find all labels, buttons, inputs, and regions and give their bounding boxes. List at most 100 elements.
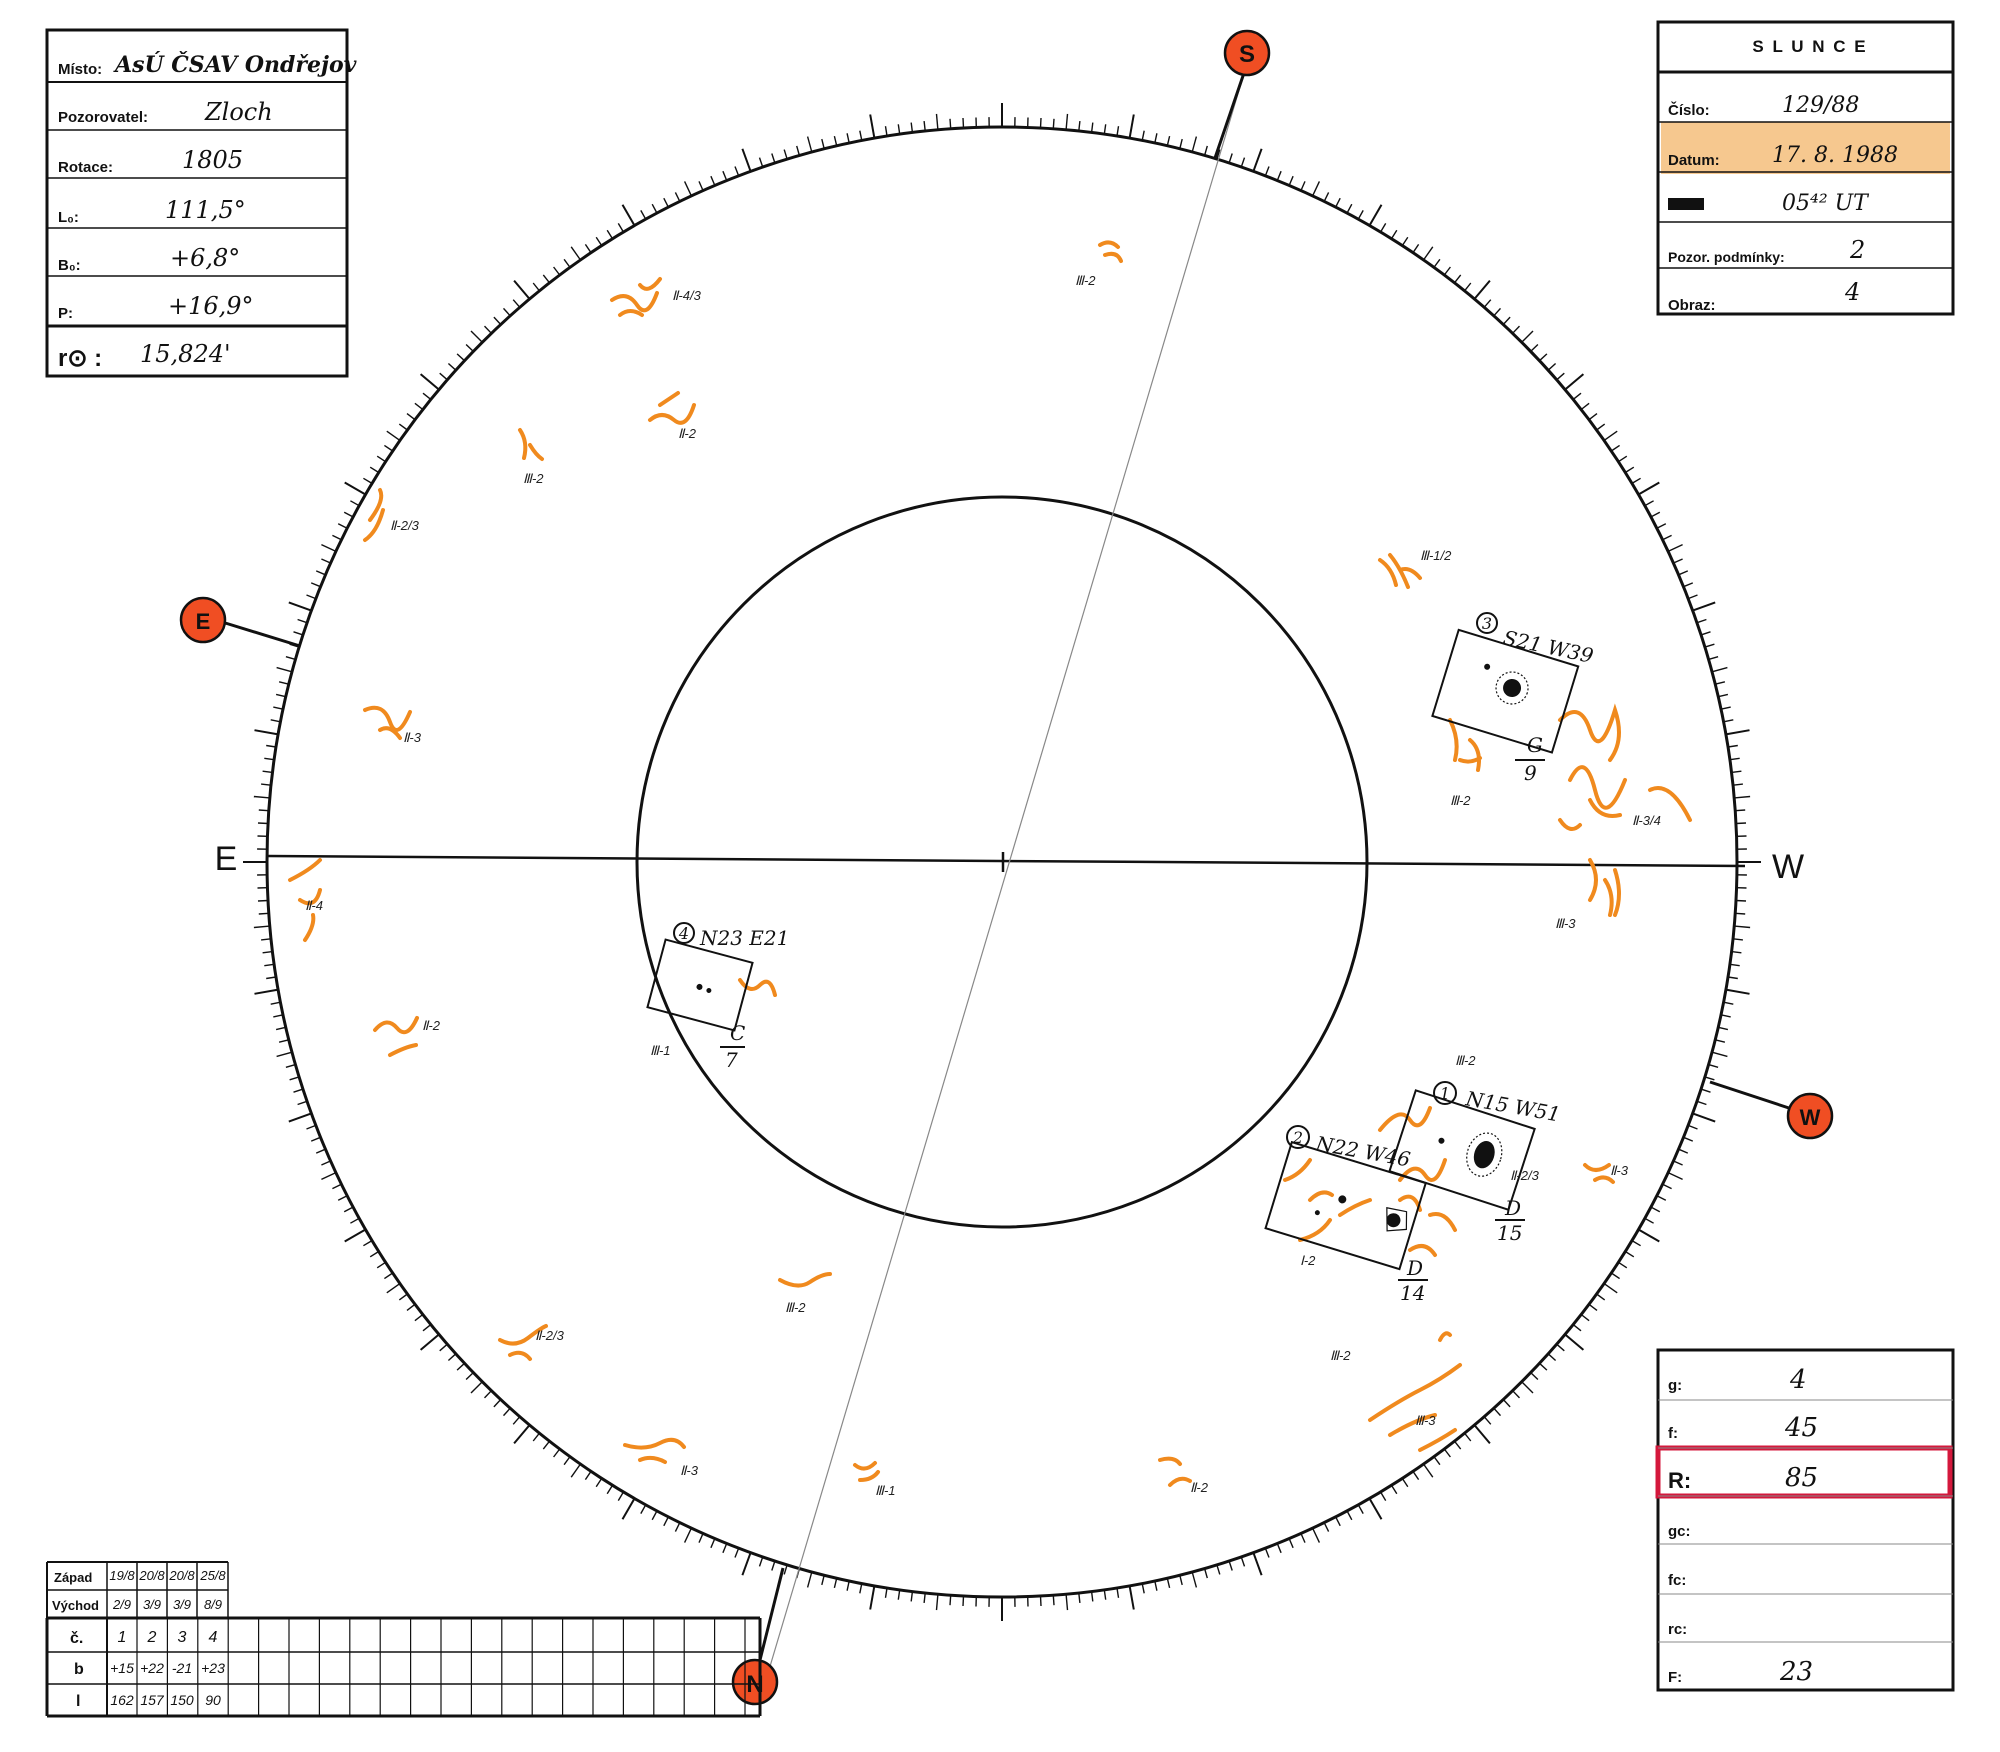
limb-tick [255, 730, 279, 734]
sunspot [1470, 1138, 1498, 1171]
limb-tick [1522, 331, 1533, 342]
limb-tick [822, 139, 824, 149]
limb-tick [345, 483, 366, 495]
limb-tick [1522, 1382, 1533, 1393]
sunspot [1483, 663, 1490, 670]
rotation-value: 1805 [182, 146, 243, 174]
limb-tick [543, 275, 549, 283]
f-total-value: 23 [1779, 1657, 1813, 1687]
limb-tick [471, 1382, 482, 1393]
limb-tick [1484, 1417, 1491, 1425]
limb-tick [585, 244, 591, 252]
place-label: Místo: [58, 61, 102, 78]
e-pointer-line [222, 622, 300, 646]
limb-tick [1347, 1511, 1352, 1520]
limb-tick [440, 1344, 448, 1351]
limb-tick [898, 1590, 899, 1600]
sheet-title: S L U N C E [1752, 37, 1867, 56]
limb-tick [440, 373, 448, 380]
rc-label: rc: [1668, 1621, 1687, 1638]
limb-tick [1130, 1586, 1134, 1610]
table-cell: 3/9 [173, 1597, 191, 1612]
group-4-coords: N23 E21 [699, 926, 789, 950]
date-value: 17. 8. 1988 [1772, 143, 1898, 168]
limb-tick [533, 283, 539, 291]
limb-tick [607, 230, 612, 239]
limb-tick [316, 1149, 325, 1153]
limb-tick [259, 810, 269, 811]
limb-tick [735, 1548, 739, 1557]
limb-tick [607, 1485, 612, 1494]
limb-tick [1465, 283, 1471, 291]
limb-tick [564, 259, 570, 267]
limb-tick [664, 1517, 669, 1526]
limb-tick [623, 205, 635, 226]
table-cell: 150 [170, 1692, 194, 1708]
solar-radius-label: r⊙ : [58, 345, 102, 372]
limb-tick [554, 267, 560, 275]
limb-tick [1693, 1113, 1716, 1121]
facula [1160, 1459, 1190, 1485]
image-value: 4 [1844, 278, 1860, 306]
w-pointer-line [1710, 1082, 1795, 1110]
limb-tick [279, 1040, 289, 1042]
table-cell: 20/8 [138, 1568, 165, 1583]
limb-tick [1701, 632, 1711, 635]
facula [780, 1274, 830, 1286]
limb-tick [937, 114, 938, 130]
limb-tick [1253, 149, 1261, 172]
limb-tick [1324, 192, 1328, 201]
limb-tick [1540, 354, 1547, 361]
limb-tick [1444, 267, 1450, 275]
table-cell: 2/9 [112, 1597, 131, 1612]
limb-tick [1645, 1218, 1654, 1223]
limb-tick [1130, 115, 1134, 139]
limb-tick [860, 131, 862, 141]
limb-tick [1053, 119, 1054, 129]
limb-tick [1732, 952, 1742, 953]
sunspot [706, 987, 712, 993]
table-cell: 3 [178, 1629, 187, 1646]
limb-tick [344, 512, 353, 517]
conditions-label: Pozor. podmínky: [1668, 249, 1785, 265]
limb-tick [1604, 431, 1617, 440]
limb-tick [911, 1592, 912, 1602]
faculae-labels: Ⅱ-4/3 Ⅲ-2 Ⅱ-2 Ⅲ-2 Ⅱ-2/3 Ⅱ-3 Ⅱ-4 Ⅱ-2 Ⅱ-2/… [305, 273, 1661, 1498]
limb-tick [415, 403, 423, 409]
limb-tick [407, 414, 415, 420]
limb-tick [344, 1207, 353, 1212]
facula [625, 1440, 684, 1462]
limb-tick [387, 1284, 400, 1293]
limb-tick [1531, 345, 1538, 352]
table-label-b: b [74, 1661, 84, 1678]
facula-label: Ⅲ-3 [1415, 1413, 1436, 1428]
group-3-coords: S21 W39 [1501, 625, 1596, 668]
limb-tick [457, 354, 464, 361]
limb-tick [784, 1565, 787, 1575]
limb-tick [1728, 746, 1738, 748]
limb-tick [1728, 977, 1738, 979]
facula-label: Ⅲ-2 [1450, 793, 1471, 808]
limb-tick [387, 431, 400, 440]
limb-tick [350, 1218, 359, 1223]
limb-tick [1732, 771, 1742, 772]
limb-tick [264, 964, 274, 965]
table-cell: 20/8 [168, 1568, 195, 1583]
limb-tick [321, 545, 336, 552]
limb-tick [675, 192, 679, 201]
limb-tick [847, 1581, 849, 1591]
facula [1590, 860, 1619, 915]
limb-tick [271, 720, 281, 722]
limb-tick [1730, 758, 1740, 759]
limb-tick [1484, 300, 1491, 308]
limb-tick [338, 1196, 347, 1201]
limb-tick [652, 204, 657, 213]
facula [1285, 1160, 1370, 1240]
limb-tick [1358, 210, 1363, 219]
facula-label: Ⅲ-2 [1075, 273, 1096, 288]
facula-label: Ⅱ-3 [680, 1463, 699, 1478]
limb-tick [421, 374, 439, 390]
table-label-l: l [76, 1693, 80, 1710]
stats-frame [1658, 1350, 1953, 1690]
